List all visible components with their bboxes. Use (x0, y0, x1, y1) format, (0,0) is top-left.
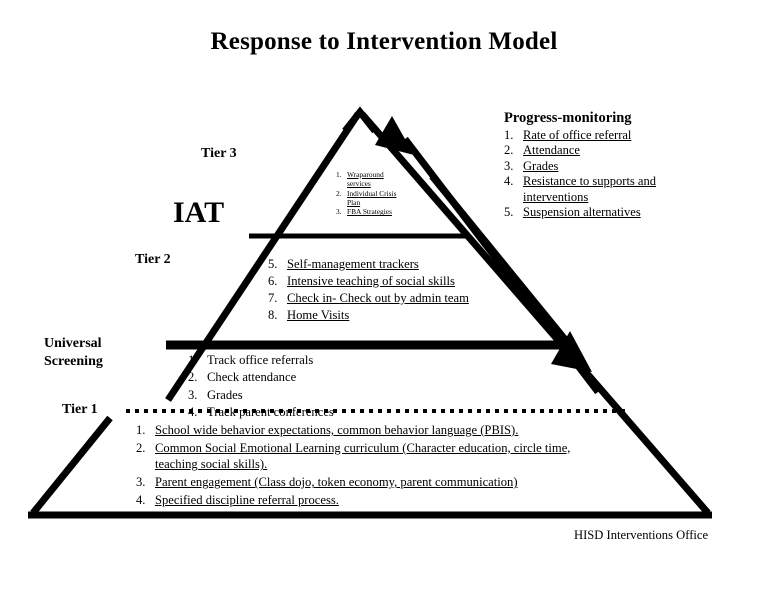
universal-screening-list: 1. Track office referrals 2. Check attendan… (188, 352, 408, 421)
tier-2-list: 5. Self-management trackers 6. Intensive te… (268, 256, 483, 324)
list-item-number: 2. (336, 188, 342, 198)
progress-monitoring-block: Progress-monitoring 1. Rate of office ref… (504, 110, 704, 220)
label-iat: IAT (173, 196, 225, 229)
list-item-text: Intensive teaching of social skills (287, 274, 455, 288)
list-item-text: Individual Crisis Plan (347, 188, 397, 207)
list-item: 1. School wide behavior expectations, co… (136, 422, 616, 439)
progress-monitoring-heading: Progress-monitoring (504, 110, 632, 126)
list-item-text: Specified discipline referral process. (155, 492, 339, 507)
list-item: 7. Check in- Check out by admin team (268, 290, 483, 307)
list-item-text: Wraparound services (347, 170, 384, 189)
list-item-number: 7. (268, 291, 278, 305)
list-item-number: 4. (188, 404, 198, 419)
progress-monitoring-list: 1. Rate of office referral 2. Attendance 3. G… (504, 128, 704, 220)
list-item: 1. Rate of office referral (504, 128, 704, 143)
list-item-text: Check in- Check out by admin team (287, 291, 469, 305)
list-item-text: School wide behavior expectations, commo… (155, 423, 519, 437)
list-item-number: 1. (504, 128, 514, 142)
footer-credit: HISD Interventions Office (574, 528, 709, 542)
list-item: 4. Resistance to supports and interventio… (504, 174, 704, 205)
list-item: 4. Track parent conferences (188, 404, 408, 421)
list-item-text: Grades (523, 158, 559, 173)
list-item: 3. Parent engagement (Class dojo, token e… (136, 474, 616, 491)
list-item: 2. Attendance (504, 143, 704, 158)
list-item-number: 6. (268, 274, 278, 288)
list-item: 3. FBA Strategies (336, 207, 402, 216)
list-item: 3. Grades (504, 159, 704, 174)
list-item: 1. Wraparound services (336, 170, 402, 189)
list-item: 1. Track office referrals (188, 352, 408, 369)
list-item-number: 4. (136, 492, 146, 507)
list-item-text: Rate of office referral (523, 128, 632, 142)
list-item-number: 2. (188, 370, 198, 385)
list-item: 4. Specified discipline referral process. (136, 492, 616, 509)
list-item-number: 5. (504, 204, 514, 219)
list-item: 5. Self-management trackers (268, 256, 483, 273)
list-item: 2. Check attendance (188, 369, 408, 386)
list-item-number: 3. (336, 207, 342, 217)
label-tier-1: Tier 1 (62, 402, 98, 417)
triangle-left-edge-lower (30, 415, 113, 516)
list-item-number: 2. (504, 143, 514, 158)
list-item: 2. Common Social Emotional Learning curri… (136, 440, 616, 473)
list-item: 2. Individual Crisis Plan (336, 189, 402, 208)
list-item-number: 1. (136, 423, 146, 437)
triangle-apex (342, 106, 378, 134)
list-item: 5. Suspension alternatives (504, 205, 704, 220)
list-item-text: FBA Strategies (347, 207, 392, 217)
list-item: 6. Intensive teaching of social skills (268, 273, 483, 290)
label-tier-3: Tier 3 (201, 146, 237, 161)
universal-screening-line-2: Screening (44, 353, 103, 369)
list-item-text: Resistance to supports and interventions (523, 174, 656, 204)
list-item-text: Check attendance (207, 370, 297, 385)
list-item-text: Track office referrals (207, 353, 314, 367)
list-item-text: Self-management trackers (287, 257, 419, 271)
list-item-text: Attendance (523, 143, 580, 158)
list-item: 3. Grades (188, 387, 408, 404)
list-item-number: 4. (504, 174, 514, 189)
list-item-text: Suspension alternatives (523, 204, 641, 219)
list-item-number: 8. (268, 308, 278, 322)
list-item-number: 3. (188, 387, 198, 402)
list-item-text: Common Social Emotional Learning curricu… (155, 440, 571, 472)
page-title: Response to Intervention Model (210, 28, 558, 55)
list-item-text: Grades (207, 387, 243, 402)
label-universal-screening: Universal Screening (44, 335, 103, 370)
list-item-text: Home Visits (287, 308, 350, 322)
list-item-text: Parent engagement (Class dojo, token eco… (155, 475, 518, 490)
list-item-text: Track parent conferences (207, 404, 334, 419)
list-item-number: 3. (136, 475, 146, 490)
list-item-number: 2. (136, 440, 146, 455)
list-item-number: 5. (268, 257, 278, 271)
list-item-number: 1. (188, 353, 198, 367)
label-tier-2: Tier 2 (135, 252, 171, 267)
list-item-number: 3. (504, 158, 514, 173)
universal-screening-line-1: Universal (44, 336, 102, 351)
list-item-number: 1. (336, 170, 342, 179)
tier-3-list: 1. Wraparound services 2. Individual Crisis… (336, 170, 402, 217)
list-item: 8. Home Visits (268, 307, 483, 324)
tier-1-list: 1. School wide behavior expectations, co… (136, 422, 616, 510)
